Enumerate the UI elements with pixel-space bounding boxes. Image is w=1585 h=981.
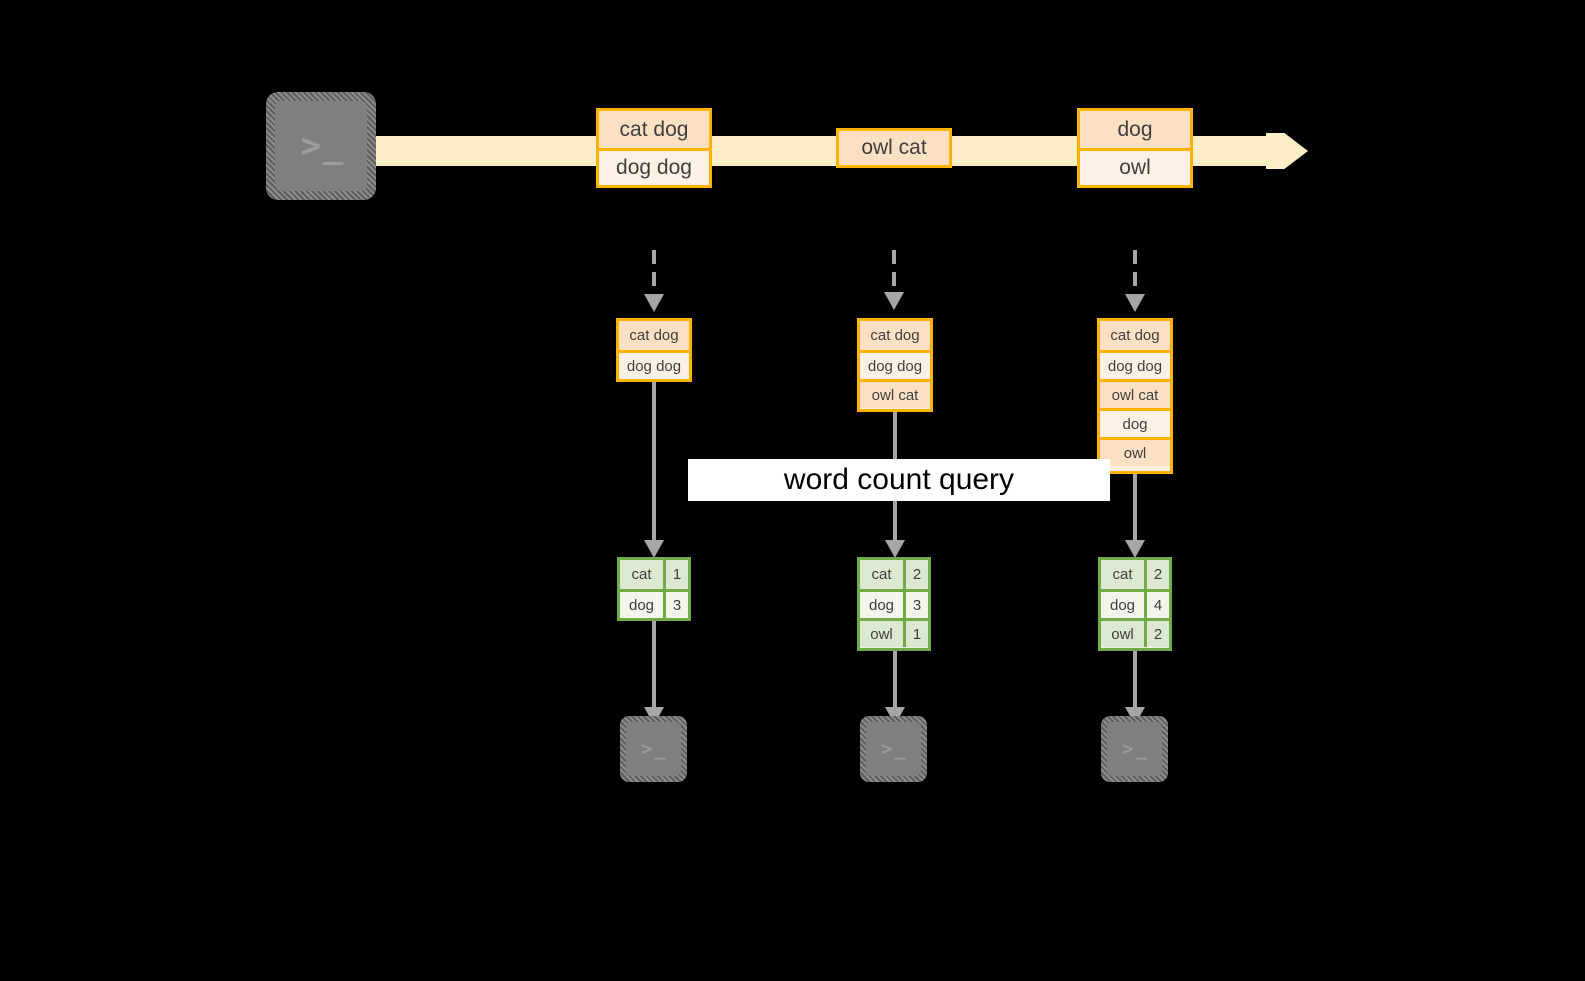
table-row: owl 2 — [1101, 618, 1169, 647]
state-line: dog — [1100, 408, 1170, 437]
result-value: 2 — [1147, 621, 1169, 647]
result-table-column-1: cat 1 dog 3 — [617, 557, 691, 621]
result-key: owl — [1101, 621, 1147, 647]
state-box-column-3: cat dog dog dog owl cat dog owl — [1097, 318, 1173, 474]
result-value: 2 — [1147, 560, 1169, 589]
stream-to-state-arrow-1 — [640, 250, 668, 320]
result-table-column-3: cat 2 dog 4 owl 2 — [1098, 557, 1172, 651]
state-line: owl — [1100, 437, 1170, 466]
record-line: dog — [1080, 111, 1190, 148]
table-row: cat 1 — [620, 560, 688, 589]
state-line: cat dog — [860, 321, 930, 350]
terminal-screen: >_ — [626, 722, 681, 776]
terminal-prompt-glyph: >_ — [881, 737, 908, 760]
state-box-column-2: cat dog dog dog owl cat — [857, 318, 933, 412]
result-to-sink-arrow-1 — [640, 621, 668, 731]
state-line: dog dog — [860, 350, 930, 379]
record-line: owl cat — [839, 131, 949, 165]
source-terminal-icon: >_ — [266, 92, 376, 200]
result-key: cat — [1101, 560, 1147, 589]
result-key: owl — [860, 621, 906, 647]
terminal-screen: >_ — [275, 101, 367, 191]
result-value: 3 — [906, 592, 928, 618]
result-value: 2 — [906, 560, 928, 589]
record-line: dog dog — [599, 148, 709, 185]
state-box-column-1: cat dog dog dog — [616, 318, 692, 382]
terminal-screen: >_ — [866, 722, 921, 776]
table-row: cat 2 — [860, 560, 928, 589]
sink-terminal-icon-column-1: >_ — [620, 716, 687, 782]
terminal-screen: >_ — [1107, 722, 1162, 776]
table-row: dog 3 — [860, 589, 928, 618]
terminal-prompt-glyph: >_ — [1122, 737, 1149, 760]
query-label-text: word count query — [783, 463, 1015, 496]
sink-terminal-icon-column-2: >_ — [860, 716, 927, 782]
stream-record-group-1: cat dog dog dog — [596, 108, 712, 188]
record-line: cat dog — [599, 111, 709, 148]
result-key: dog — [1101, 592, 1147, 618]
result-value: 4 — [1147, 592, 1169, 618]
state-line: dog dog — [1100, 350, 1170, 379]
result-value: 3 — [666, 592, 688, 618]
record-line: owl — [1080, 148, 1190, 185]
result-value: 1 — [906, 621, 928, 647]
result-table-column-2: cat 2 dog 3 owl 1 — [857, 557, 931, 651]
state-line: dog dog — [619, 350, 689, 379]
state-to-result-arrow-1 — [640, 382, 668, 564]
stream-record-group-3: dog owl — [1077, 108, 1193, 188]
table-row: cat 2 — [1101, 560, 1169, 589]
sink-terminal-icon-column-3: >_ — [1101, 716, 1168, 782]
result-value: 1 — [666, 560, 688, 589]
query-label: word count query — [688, 459, 1110, 501]
stream-to-state-arrow-3 — [1121, 250, 1149, 320]
state-line: cat dog — [619, 321, 689, 350]
table-row: dog 4 — [1101, 589, 1169, 618]
state-line: owl cat — [1100, 379, 1170, 408]
result-key: cat — [620, 560, 666, 589]
state-line: owl cat — [860, 379, 930, 408]
result-key: cat — [860, 560, 906, 589]
stream-to-state-arrow-2 — [880, 250, 908, 320]
terminal-prompt-glyph: >_ — [641, 737, 668, 760]
stream-record-group-2: owl cat — [836, 128, 952, 168]
state-to-result-arrow-3 — [1121, 474, 1149, 564]
result-key: dog — [860, 592, 906, 618]
terminal-prompt-glyph: >_ — [300, 126, 346, 166]
table-row: dog 3 — [620, 589, 688, 618]
result-key: dog — [620, 592, 666, 618]
state-line: cat dog — [1100, 321, 1170, 350]
table-row: owl 1 — [860, 618, 928, 647]
